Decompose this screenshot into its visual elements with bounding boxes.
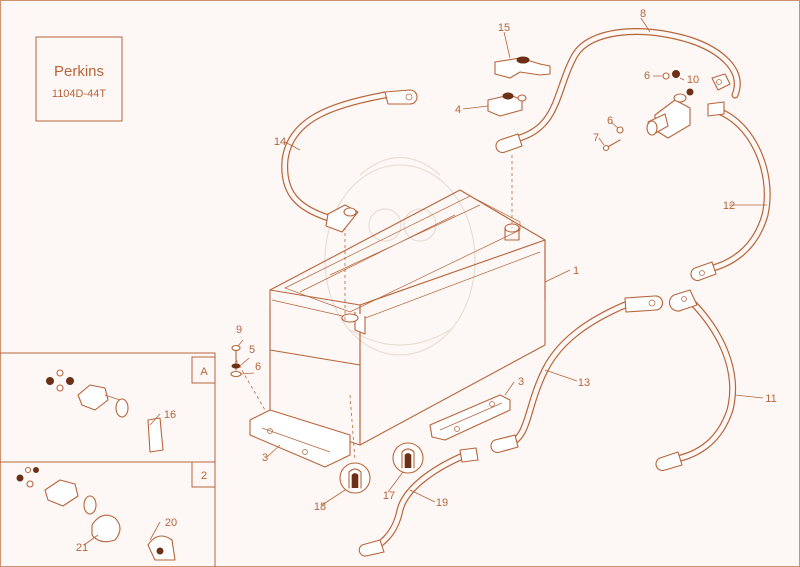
callout-numbers: 1 3 3 4 5 6 6 6 7 8 9 10 11 12 13 14 15 …: [76, 8, 777, 554]
callout-19: 19: [436, 497, 448, 509]
cable-part-12: [690, 101, 771, 282]
callout-13: 13: [578, 377, 590, 389]
callout-1: 1: [573, 265, 579, 277]
title-block: Perkins 1104D-44T: [35, 36, 123, 122]
callout-11: 11: [765, 393, 776, 405]
screw-part-7: [602, 139, 621, 152]
callout-6-top: 6: [644, 70, 650, 82]
washer-nut-set-6-10: [616, 70, 680, 134]
battery-tray-left: [249, 409, 351, 468]
inset-panel-a: A: [0, 352, 216, 462]
callout-12: 12: [723, 200, 735, 212]
callout-7: 7: [593, 132, 599, 144]
callout-17: 17: [383, 490, 395, 502]
callout-3-right: 3: [518, 376, 524, 388]
cable-part-13: [490, 295, 664, 454]
callout-20: 20: [165, 517, 177, 529]
callout-15: 15: [498, 22, 510, 34]
callout-5: 5: [249, 344, 255, 356]
alignment-line-clip: [349, 394, 356, 461]
callout-6-mid: 6: [607, 115, 613, 127]
callout-3-left: 3: [262, 452, 268, 464]
cable-part-19: [358, 447, 479, 557]
callout-8: 8: [640, 8, 646, 20]
cable-part-8: [495, 28, 741, 154]
battery-part-1: [269, 189, 546, 446]
callout-10: 10: [687, 74, 699, 86]
terminal-clamp-part-4: [487, 92, 527, 117]
starter-relay-assembly: [646, 88, 694, 139]
callout-18: 18: [314, 501, 326, 513]
battery-tray-right: [429, 394, 511, 441]
callout-21: 21: [76, 542, 88, 554]
clip-circle-part-18: [339, 462, 371, 494]
inset-label-2: 2: [201, 470, 207, 482]
washers-part-5-6: [230, 363, 242, 378]
callout-leaders: [83, 17, 767, 546]
brand-name: Perkins: [54, 63, 104, 80]
alignment-line-bolt: [235, 359, 266, 411]
callout-4: 4: [455, 104, 461, 116]
watermark-mascot: [324, 156, 476, 356]
cable-part-11: [655, 289, 737, 472]
inset-panel-2: 2: [0, 461, 216, 567]
cable-part-14: [281, 89, 418, 233]
callout-9: 9: [236, 324, 242, 336]
callout-6-left: 6: [255, 361, 261, 373]
callout-16: 16: [164, 409, 176, 421]
engine-model: 1104D-44T: [52, 88, 106, 100]
terminal-clamp-part-15: [494, 56, 551, 79]
inset-label-a: A: [200, 366, 208, 378]
clip-circle-part-17: [392, 442, 424, 474]
callout-14: 14: [274, 136, 286, 148]
